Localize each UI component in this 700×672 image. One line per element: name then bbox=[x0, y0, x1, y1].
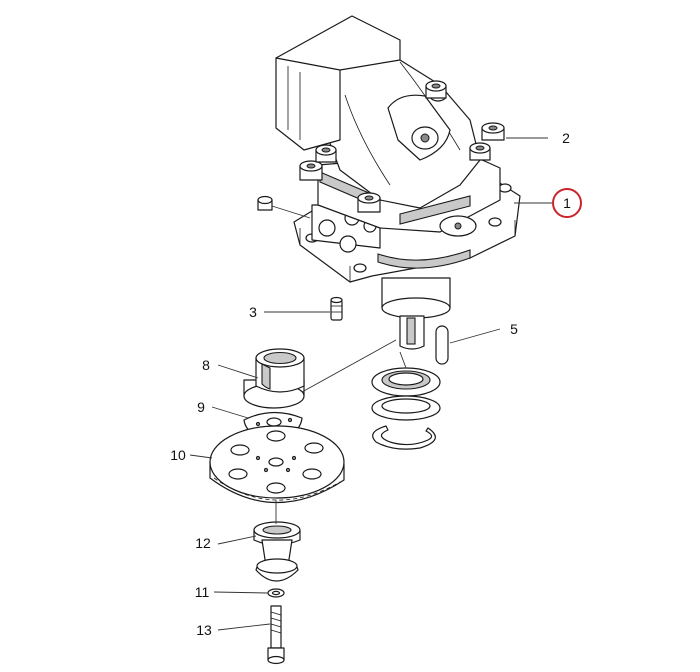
shaft-seal[interactable] bbox=[371, 367, 441, 397]
leader-5 bbox=[449, 328, 501, 344]
cover-ribs bbox=[287, 66, 301, 140]
leader-10 bbox=[189, 454, 213, 459]
port bbox=[339, 235, 357, 253]
callout-13[interactable]: 13 bbox=[196, 622, 212, 638]
flange-hole bbox=[488, 217, 502, 227]
leader-12 bbox=[217, 535, 257, 545]
shaft-housing-bottom bbox=[381, 297, 451, 319]
bearing-ring bbox=[377, 249, 471, 269]
leader-9 bbox=[211, 406, 249, 419]
part-washer[interactable] bbox=[267, 588, 285, 598]
part-key[interactable] bbox=[435, 325, 449, 365]
top-cover-lid bbox=[275, 15, 401, 71]
part-bolt[interactable] bbox=[267, 605, 285, 665]
callout-9[interactable]: 9 bbox=[197, 399, 205, 415]
leader-11 bbox=[213, 591, 269, 594]
highlight-circle bbox=[552, 188, 582, 218]
shaft-keyway bbox=[406, 317, 416, 345]
housing-bolt bbox=[469, 142, 491, 161]
flange-hole bbox=[498, 183, 512, 193]
retaining-ring[interactable] bbox=[372, 425, 436, 450]
part-flange-disc[interactable] bbox=[209, 425, 345, 504]
housing-bolt bbox=[357, 192, 381, 213]
motor-assembly[interactable] bbox=[257, 15, 521, 350]
flange-hole bbox=[353, 263, 367, 273]
leader-lines bbox=[189, 137, 552, 631]
boss-center bbox=[454, 222, 462, 230]
part-hub[interactable] bbox=[253, 521, 301, 582]
leader-8b bbox=[301, 339, 397, 393]
thrust-washer[interactable] bbox=[371, 395, 441, 421]
housing-band bbox=[399, 195, 471, 225]
housing-bolt bbox=[425, 80, 447, 99]
housing-bolt bbox=[481, 122, 505, 141]
cap-plug-hex bbox=[420, 133, 430, 143]
port bbox=[318, 219, 336, 237]
leader-8 bbox=[217, 364, 259, 379]
callout-10[interactable]: 10 bbox=[170, 447, 186, 463]
flange-edges bbox=[299, 220, 516, 282]
part-sleeve[interactable] bbox=[243, 348, 305, 409]
callout-2[interactable]: 2 bbox=[562, 130, 570, 146]
leader-fitting bbox=[271, 205, 311, 219]
housing-bolt bbox=[299, 160, 323, 181]
part-set-screw[interactable] bbox=[330, 296, 343, 321]
callout-3[interactable]: 3 bbox=[249, 304, 257, 320]
callout-11[interactable]: 11 bbox=[195, 584, 210, 600]
callout-12[interactable]: 12 bbox=[195, 535, 211, 551]
housing-bolt bbox=[315, 144, 337, 163]
callout-5[interactable]: 5 bbox=[510, 321, 518, 337]
callout-8[interactable]: 8 bbox=[202, 357, 210, 373]
leader-seal bbox=[399, 351, 407, 369]
leader-13 bbox=[217, 623, 271, 631]
callout-1[interactable]: 1 bbox=[563, 195, 571, 211]
side-fitting bbox=[257, 195, 273, 211]
